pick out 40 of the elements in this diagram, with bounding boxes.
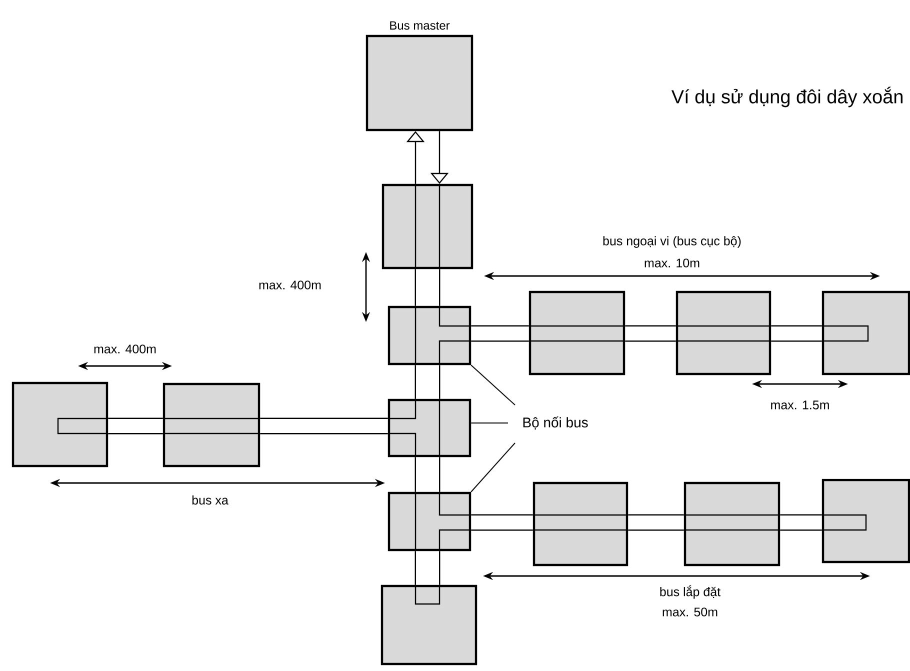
dimension-label: bus ngoại vi (bus cục bộ) <box>603 236 741 248</box>
device-box <box>532 482 628 566</box>
twisted-pair-cable <box>471 325 529 342</box>
dimension-label: max. 400m <box>259 280 321 290</box>
bus-master-box: Bus master <box>366 21 474 132</box>
twisted-pair-cable <box>628 514 684 531</box>
twisted-pair-cable <box>780 514 822 531</box>
leader-line <box>470 442 516 492</box>
twisted-pair-cable <box>108 418 163 434</box>
device-box <box>162 382 260 468</box>
dimension-label: max. 50m <box>662 608 718 616</box>
dimension-label: bus xa <box>192 495 228 505</box>
device-box <box>822 290 910 376</box>
dimension-label: bus lắp đặt <box>660 585 720 599</box>
twisted-pair-cable <box>771 325 822 342</box>
dimension-label: max. 1.5m <box>771 400 829 410</box>
device-box <box>382 184 474 270</box>
device-box <box>12 382 108 468</box>
title: Ví dụ sử dụng đôi dây xoắn <box>671 86 902 108</box>
twisted-pair-cable <box>414 365 440 399</box>
device-box <box>528 290 626 376</box>
device-box <box>676 290 772 376</box>
device-box <box>822 478 910 564</box>
bus-coupler-box <box>388 398 472 458</box>
dimension-label: max. 10m <box>644 258 700 268</box>
twisted-pair-cable <box>414 457 440 492</box>
bus-coupler-label: Bộ nối bus <box>523 416 588 430</box>
device-box <box>380 584 478 666</box>
dimension-label: max. 400m <box>94 344 156 354</box>
twisted-pair-cable <box>471 514 533 531</box>
bus-coupler-box <box>388 306 472 366</box>
twisted-pair-cable <box>414 269 440 306</box>
device-box <box>684 482 780 566</box>
twisted-pair-cable <box>625 325 676 342</box>
bus-coupler-box <box>388 492 472 552</box>
node-label: Bus master <box>390 21 450 30</box>
leader-line <box>470 422 508 424</box>
twisted-pair-cable <box>260 418 388 434</box>
leader-line <box>470 364 516 406</box>
twisted-pair-cable <box>414 551 440 585</box>
